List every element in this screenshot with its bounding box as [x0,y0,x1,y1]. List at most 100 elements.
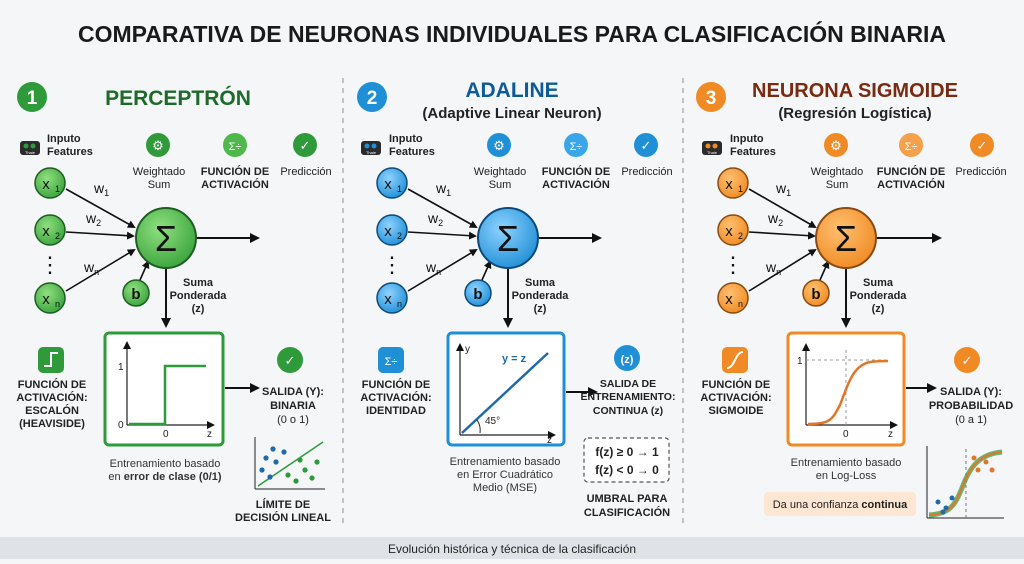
svg-text:b: b [811,286,820,303]
svg-text:y = z: y = z [502,353,527,365]
svg-text:2: 2 [738,231,743,241]
svg-text:Thaie: Thaie [366,150,377,155]
input-xn: x n [376,282,408,314]
weight-w2: w2 [427,210,443,228]
svg-text:Sum: Sum [489,179,512,191]
svg-text:Σ÷: Σ÷ [385,356,398,368]
svg-text:ACTIVACIÓN:: ACTIVACIÓN: [360,391,431,404]
panel-title: ADALINE [465,79,558,102]
svg-text:(0 o 1): (0 o 1) [277,414,309,426]
svg-text:✓: ✓ [962,353,973,368]
svg-text:FUNCIÓN DE: FUNCIÓN DE [201,165,269,178]
prediction-header: ✓ Predicción [955,133,1007,178]
input-xn: x n [34,282,66,314]
svg-text:⚙: ⚙ [493,138,505,153]
svg-text:Inputo: Inputo [47,133,81,145]
footer-bar [0,537,1024,559]
svg-text:SALIDA (Y):: SALIDA (Y): [262,386,324,398]
panel-number-badge [17,82,47,112]
probability-output: ✓ SALIDA (Y): PROBABILIDAD (0 a 1) [929,347,1013,426]
svg-text:Σ: Σ [835,218,857,259]
svg-text:ACTIVACIÓN: ACTIVACIÓN [542,178,610,191]
identity-plot-box [446,331,566,447]
svg-text:Inputo: Inputo [730,133,764,145]
svg-text:b: b [131,286,140,303]
check-icon [293,133,317,157]
weight-wn: wn [765,259,781,277]
binary-output: ✓ SALIDA (Y): BINARIA (0 o 1) [262,347,324,426]
input-features-header: Thaie Inputo Features [20,133,93,158]
svg-text:BINARIA: BINARIA [270,400,316,412]
activation-header: Σ÷ FUNCIÓN DE ACTIVACIÓN [542,133,610,191]
svg-text:CONTINUA (z): CONTINUA (z) [593,405,663,417]
bias-node: b [464,279,492,307]
weighted-sum-header: ⚙ Weightado Sum [133,133,185,191]
svg-text:0: 0 [118,420,124,431]
weight-w1: w1 [435,180,451,198]
svg-text:y: y [465,344,470,355]
step-curve [129,364,206,426]
prediction-header: ✓ Predicción [280,133,332,178]
input-features-header: Thaie Inputo Features [702,133,776,158]
weight-wn: wn [425,259,441,277]
svg-text:Σ: Σ [497,218,519,259]
svg-text:FUNCIÓN DE: FUNCIÓN DE [542,165,610,178]
function-icon [378,347,404,373]
svg-text:(z): (z) [621,354,634,366]
svg-text:(HEAVISIDE): (HEAVISIDE) [19,418,85,430]
continuous-output: (z) SALIDA DE ENTRENAMIENTO: CONTINUA (z… [581,345,675,417]
activation-header: Σ÷ FUNCIÓN DE ACTIVACIÓN [201,133,269,191]
probability-mini-plot [926,446,1004,519]
input-x2: x 2 [376,214,408,246]
activation-header: Σ÷ FUNCIÓN DE ACTIVACIÓN [877,133,945,191]
input-x1: x 1 [34,167,66,199]
summation-neuron [477,207,539,269]
svg-text:Features: Features [389,146,435,158]
svg-text:ACTIVACIÓN: ACTIVACIÓN [201,178,269,191]
weight-w1: w1 [775,180,791,198]
svg-text:1: 1 [118,362,124,373]
svg-text:Σ÷: Σ÷ [229,141,242,153]
svg-text:UMBRAL PARA: UMBRAL PARA [587,493,668,505]
svg-text:CLASIFICACIÓN: CLASIFICACIÓN [584,506,670,519]
check-icon [970,133,994,157]
panel-sigmoid: 3 NEURONA SIGMOIDE (Regresión Logística)… [696,80,1013,519]
svg-text:PROBABILIDAD: PROBABILIDAD [929,400,1013,412]
sigma-symbol: Σ [155,218,177,259]
identity-line [461,352,549,434]
bias-node: b [122,279,150,307]
sigmoid-curve [807,359,889,426]
input-xn: x n [717,282,749,314]
svg-text:Weightado: Weightado [811,166,863,178]
svg-text:x: x [725,291,733,308]
weight-w2: w2 [85,210,101,228]
svg-text:Sum: Sum [826,179,849,191]
svg-text:ACTIVACIÓN:: ACTIVACIÓN: [700,391,771,404]
svg-text:DECISIÓN LINEAL: DECISIÓN LINEAL [235,511,331,524]
svg-text:LÍMITE DE: LÍMITE DE [256,498,310,511]
svg-text:z: z [888,429,893,440]
panel-number-badge [357,82,387,112]
input-x2: x 2 [717,214,749,246]
svg-text:Features: Features [730,146,776,158]
panel-subtitle: (Adaptive Linear Neuron) [422,105,601,122]
svg-text:ACTIVACIÓN: ACTIVACIÓN [877,178,945,191]
function-icon [899,133,923,157]
svg-text:✓: ✓ [977,138,988,153]
svg-text:Σ÷: Σ÷ [570,141,583,153]
svg-text:Weightado: Weightado [474,166,526,178]
svg-text:IDENTIDAD: IDENTIDAD [366,405,426,417]
panel-subtitle: (Regresión Logística) [778,105,931,122]
threshold-rule-2: f(z) < 0 → 0 [595,463,659,477]
svg-text:2: 2 [397,231,402,241]
svg-text:b: b [473,286,482,303]
z-badge-icon [614,345,640,371]
sigmoid-function-label: FUNCIÓN DE ACTIVACIÓN: SIGMOIDE [700,347,772,417]
input-x1: x 1 [376,167,408,199]
